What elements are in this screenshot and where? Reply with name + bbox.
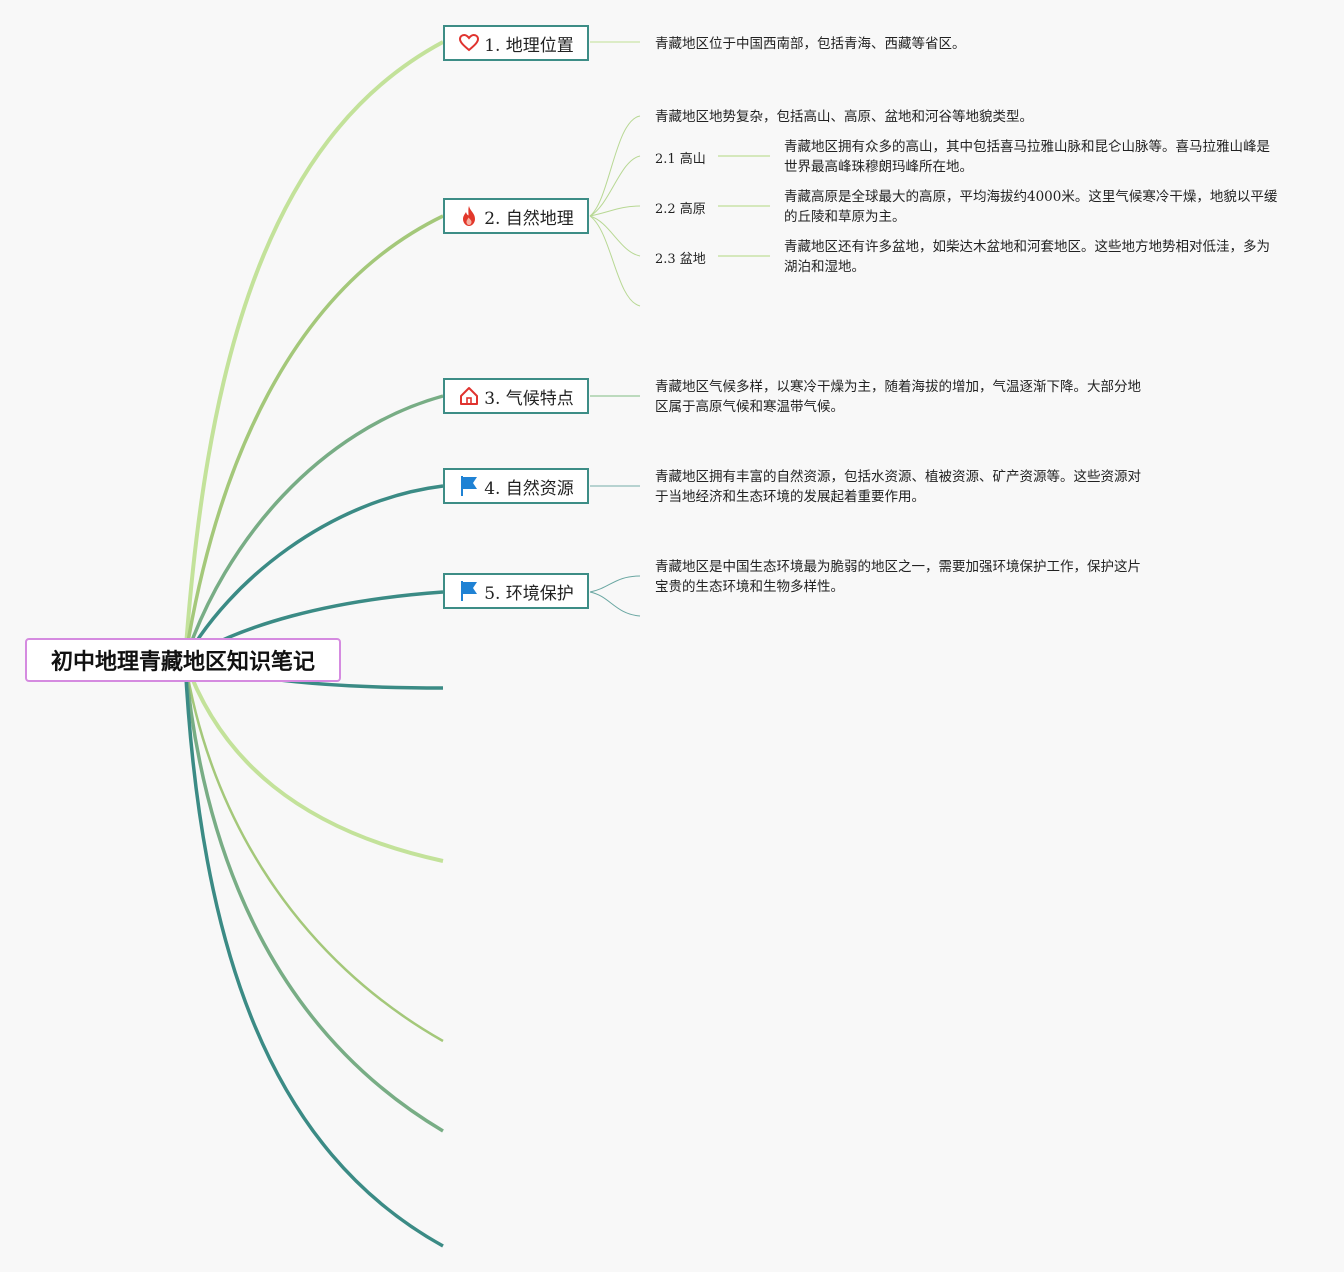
- note-location[interactable]: 青藏地区位于中国西南部，包括青海、西藏等省区。: [655, 36, 966, 52]
- connector-fan-2: [589, 115, 641, 307]
- branch-label: 4. 自然资源: [484, 478, 574, 499]
- connector-fork-5: [589, 575, 641, 617]
- root-topic[interactable]: 初中地理青藏地区知识笔记: [25, 638, 341, 682]
- subtopic-note-basin[interactable]: 青藏地区还有许多盆地，如柴达木盆地和河套地区。这些地方地势相对低洼，多为湖泊和湿…: [784, 239, 1270, 275]
- connector-empty-8: [183, 659, 444, 1043]
- connector-branch-4: [183, 484, 444, 661]
- branch-physical[interactable]: 2. 自然地理: [443, 198, 589, 234]
- note-protection[interactable]: 青藏地区是中国生态环境最为脆弱的地区之一，需要加强环境保护工作，保护这片宝贵的生…: [655, 559, 1141, 595]
- subtopic-note-mountains[interactable]: 青藏地区拥有众多的高山，其中包括喜马拉雅山脉和昆仑山脉等。喜马拉雅山峰是世界最高…: [784, 139, 1270, 175]
- flag-icon: [458, 475, 480, 497]
- branch-label: 3. 气候特点: [484, 388, 574, 409]
- fire-icon: [458, 205, 480, 227]
- branch-label: 2. 自然地理: [484, 208, 574, 229]
- subtopic-note-plateau[interactable]: 青藏高原是全球最大的高原，平均海拔约4000米。这里气候寒冷干燥，地貌以平缓的丘…: [784, 189, 1278, 225]
- branch-climate[interactable]: 3. 气候特点: [443, 378, 589, 414]
- note-physical-intro[interactable]: 青藏地区地势复杂，包括高山、高原、盆地和河谷等地貌类型。: [655, 109, 1033, 125]
- branch-location[interactable]: 1. 地理位置: [443, 25, 589, 61]
- connector-branch-2: [183, 214, 444, 661]
- note-resources[interactable]: 青藏地区拥有丰富的自然资源，包括水资源、植被资源、矿产资源等。这些资源对于当地经…: [655, 469, 1141, 505]
- subtopic-basin[interactable]: 2.3 盆地: [655, 252, 706, 267]
- home-icon: [458, 385, 480, 407]
- connector-empty-10: [183, 659, 444, 1248]
- branch-resources[interactable]: 4. 自然资源: [443, 468, 589, 504]
- subtopic-plateau[interactable]: 2.2 高原: [655, 202, 706, 217]
- root-title: 初中地理青藏地区知识笔记: [50, 650, 315, 675]
- connector-branch-1: [183, 40, 444, 661]
- heart-icon: [458, 32, 480, 54]
- branch-label: 1. 地理位置: [484, 35, 574, 56]
- note-climate[interactable]: 青藏地区气候多样，以寒冷干燥为主，随着海拔的增加，气温逐渐下降。大部分地区属于高…: [655, 379, 1141, 415]
- flag-icon: [458, 580, 480, 602]
- branch-protection[interactable]: 5. 环境保护: [443, 573, 589, 609]
- connector-empty-9: [183, 659, 444, 1133]
- subtopic-mountains[interactable]: 2.1 高山: [655, 152, 706, 167]
- connector-branch-3: [183, 394, 444, 661]
- connector-subtopics: [718, 155, 770, 257]
- branch-label: 5. 环境保护: [484, 583, 574, 604]
- connector-empty-7: [183, 659, 444, 863]
